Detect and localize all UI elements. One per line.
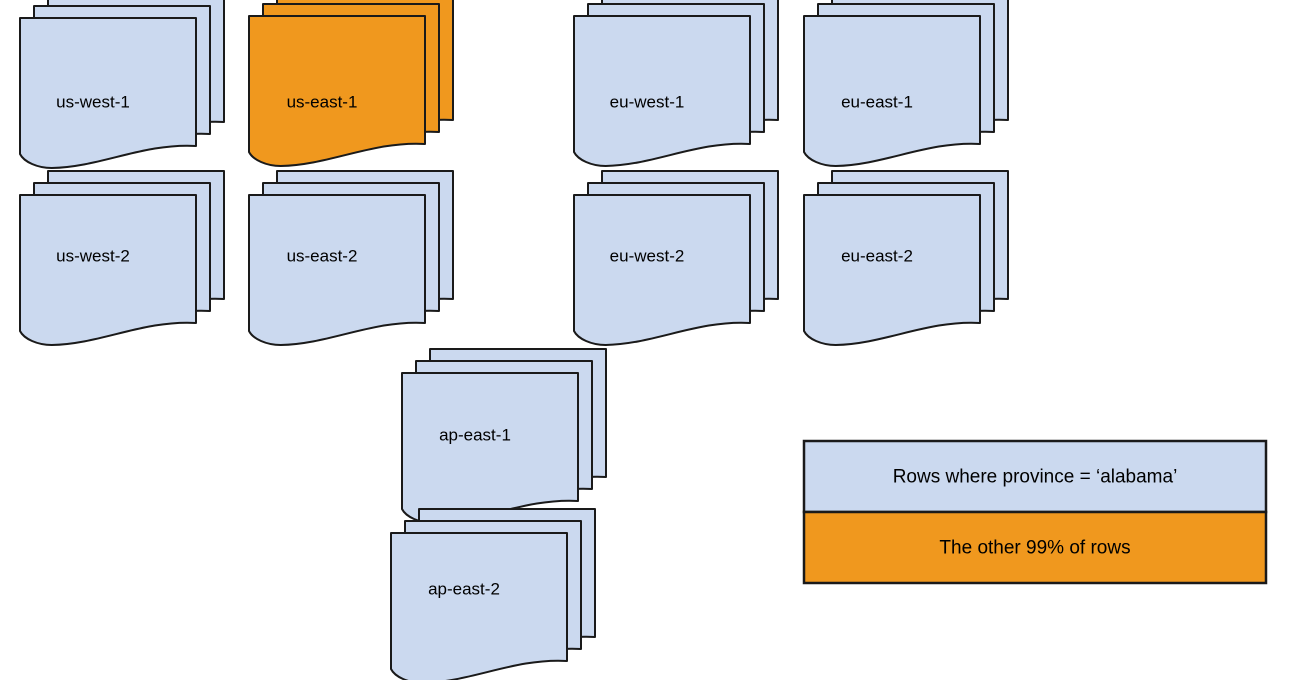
stack-us-west-1[interactable]: us-west-1 xyxy=(19,0,225,169)
legend-row-other-label: The other 99% of rows xyxy=(939,538,1130,559)
stack-ap-east-1[interactable]: ap-east-1 xyxy=(401,348,607,524)
stack-label-us-east-2: us-east-2 xyxy=(287,246,358,265)
stack-label-eu-west-1: eu-west-1 xyxy=(610,92,685,111)
stack-label-eu-east-2: eu-east-2 xyxy=(841,246,913,265)
stack-label-us-east-1: us-east-1 xyxy=(287,92,358,111)
stack-eu-west-2-sheet-1 xyxy=(573,194,751,346)
legend-row-other-swatch xyxy=(802,510,1268,585)
stack-label-eu-east-1: eu-east-1 xyxy=(841,92,913,111)
stacks-group: us-west-1 us-east-1 eu-west-1 eu-east-1 us-w… xyxy=(19,0,1009,680)
stack-eu-east-1-sheet-1 xyxy=(803,15,981,167)
stack-label-ap-east-2: ap-east-2 xyxy=(428,579,500,598)
stack-eu-east-1[interactable]: eu-east-1 xyxy=(803,0,1009,167)
legend-row-other: The other 99% of rows xyxy=(802,510,1268,585)
stack-label-ap-east-1: ap-east-1 xyxy=(439,425,511,444)
stack-label-us-west-2: us-west-2 xyxy=(56,246,130,265)
stack-label-us-west-1: us-west-1 xyxy=(56,92,130,111)
stack-eu-west-1[interactable]: eu-west-1 xyxy=(573,0,779,167)
stack-us-east-2[interactable]: us-east-2 xyxy=(248,170,454,346)
stack-eu-west-2[interactable]: eu-west-2 xyxy=(573,170,779,346)
legend-row-matching-label: Rows where province = ‘alabama’ xyxy=(893,467,1178,488)
stack-label-eu-west-2: eu-west-2 xyxy=(610,246,685,265)
stack-us-west-1-sheet-1 xyxy=(19,17,197,169)
legend-row-matching: Rows where province = ‘alabama’ xyxy=(802,439,1268,514)
stack-eu-east-2-sheet-1 xyxy=(803,194,981,346)
stack-us-west-2[interactable]: us-west-2 xyxy=(19,170,225,346)
stack-ap-east-2-sheet-1 xyxy=(390,532,568,680)
stack-eu-east-2[interactable]: eu-east-2 xyxy=(803,170,1009,346)
stack-us-east-2-sheet-1 xyxy=(248,194,426,346)
stack-us-west-2-sheet-1 xyxy=(19,194,197,346)
stack-us-east-1[interactable]: us-east-1 xyxy=(248,0,454,167)
stack-ap-east-1-sheet-1 xyxy=(401,372,579,524)
stack-us-east-1-sheet-1 xyxy=(248,15,426,167)
legend: Rows where province = ‘alabama’ The other… xyxy=(802,439,1268,585)
stack-eu-west-1-sheet-1 xyxy=(573,15,751,167)
stack-ap-east-2[interactable]: ap-east-2 xyxy=(390,508,596,680)
